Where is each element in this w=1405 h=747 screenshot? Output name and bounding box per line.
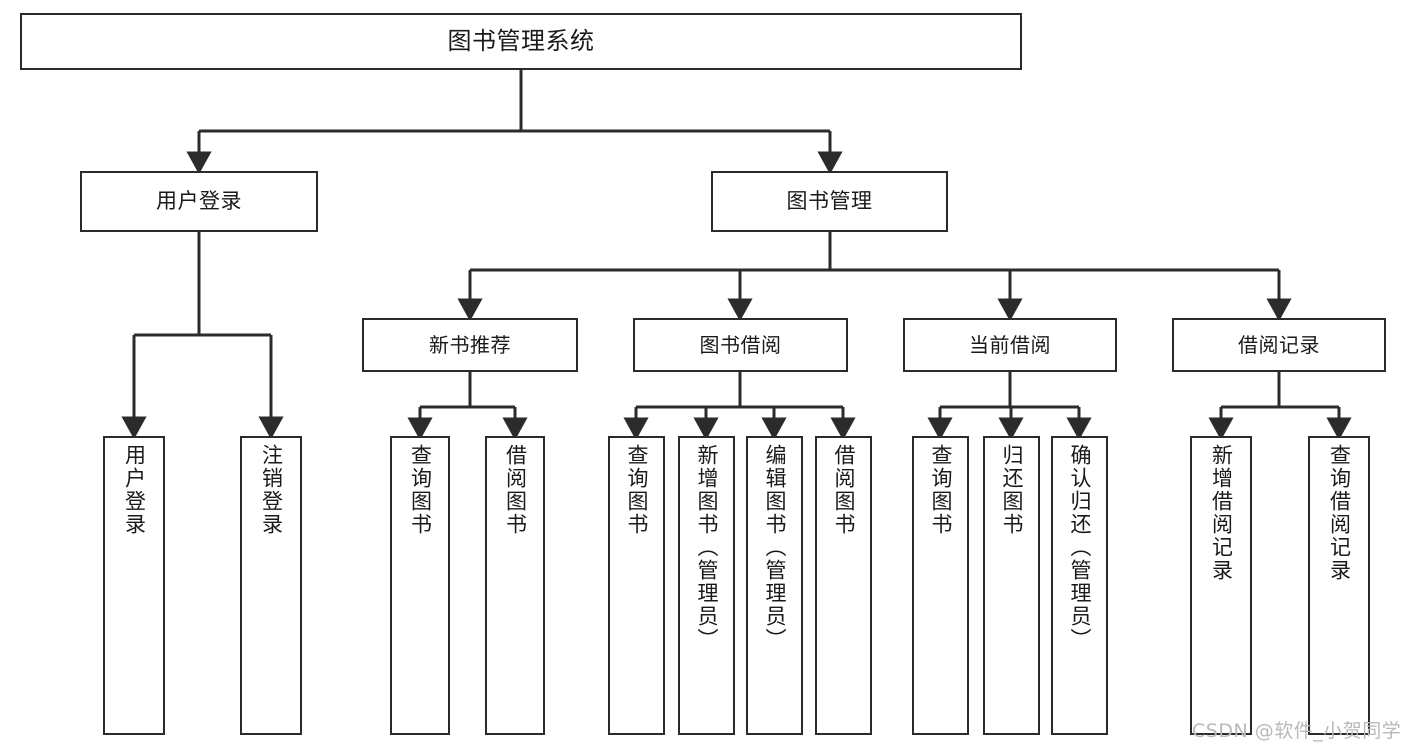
node-leaf-cur-query[interactable]: 查询图书 [912, 436, 969, 735]
node-leaf-borrow-edit-label: 编辑图书（管理员） [763, 444, 787, 651]
node-user-login[interactable]: 用户登录 [80, 171, 318, 232]
node-leaf-logout[interactable]: 注销登录 [240, 436, 302, 735]
csdn-watermark: CSDN @软件_小贺同学 [1192, 720, 1402, 742]
node-leaf-borrow-query-label: 查询图书 [625, 444, 649, 536]
node-leaf-rec-add[interactable]: 新增借阅记录 [1190, 436, 1252, 735]
node-leaf-rec-borrow-label: 借阅图书 [503, 444, 528, 536]
node-leaf-rec-search-label: 查询借阅记录 [1327, 444, 1352, 582]
node-leaf-rec-borrow[interactable]: 借阅图书 [485, 436, 545, 735]
node-leaf-cur-return[interactable]: 归还图书 [983, 436, 1040, 735]
node-borrow-record[interactable]: 借阅记录 [1172, 318, 1386, 372]
node-root-label: 图书管理系统 [447, 26, 595, 55]
node-leaf-borrow-query[interactable]: 查询图书 [608, 436, 665, 735]
node-leaf-borrow-edit[interactable]: 编辑图书（管理员） [746, 436, 803, 735]
node-current-borrow[interactable]: 当前借阅 [903, 318, 1117, 372]
node-leaf-borrow-add[interactable]: 新增图书（管理员） [678, 436, 735, 735]
node-book-borrow[interactable]: 图书借阅 [633, 318, 848, 372]
node-leaf-cur-confirm[interactable]: 确认归还（管理员） [1051, 436, 1108, 735]
node-leaf-rec-search[interactable]: 查询借阅记录 [1308, 436, 1370, 735]
node-leaf-borrow-take-label: 借阅图书 [832, 444, 856, 536]
node-leaf-borrow-add-label: 新增图书（管理员） [695, 444, 719, 651]
node-leaf-cur-return-label: 归还图书 [1000, 444, 1024, 536]
node-leaf-logout-label: 注销登录 [259, 444, 284, 536]
node-leaf-user-login[interactable]: 用户登录 [103, 436, 165, 735]
node-book-manage-label: 图书管理 [786, 189, 873, 214]
node-leaf-rec-query-label: 查询图书 [408, 444, 433, 536]
node-user-login-label: 用户登录 [156, 189, 242, 214]
node-root[interactable]: 图书管理系统 [20, 13, 1022, 70]
node-current-borrow-label: 当前借阅 [969, 332, 1051, 357]
node-book-manage[interactable]: 图书管理 [711, 171, 948, 232]
node-new-book-rec-label: 新书推荐 [429, 332, 511, 357]
node-leaf-cur-confirm-label: 确认归还（管理员） [1068, 444, 1092, 651]
node-new-book-rec[interactable]: 新书推荐 [362, 318, 578, 372]
node-book-borrow-label: 图书借阅 [699, 332, 782, 357]
node-leaf-borrow-take[interactable]: 借阅图书 [815, 436, 872, 735]
node-leaf-rec-add-label: 新增借阅记录 [1209, 444, 1234, 582]
node-leaf-user-login-label: 用户登录 [122, 444, 147, 536]
node-leaf-cur-query-label: 查询图书 [929, 444, 953, 536]
node-borrow-record-label: 借阅记录 [1238, 332, 1320, 357]
node-leaf-rec-query[interactable]: 查询图书 [390, 436, 450, 735]
